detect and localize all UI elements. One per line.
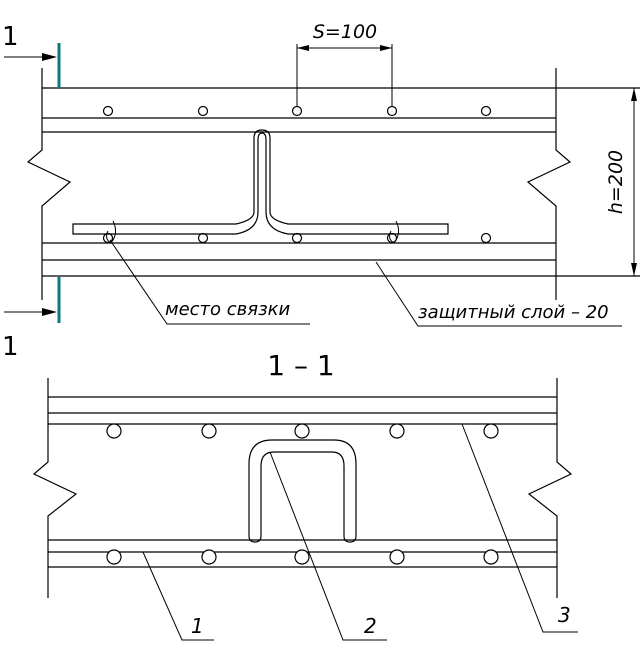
section-top-rebar <box>294 423 310 439</box>
callout-3: 3 <box>558 603 571 627</box>
plan-top-rebar <box>386 105 398 117</box>
section-left-break <box>32 378 78 598</box>
callout-1: 1 <box>191 614 204 638</box>
cover-leader <box>375 261 622 327</box>
section-top-rebar <box>106 423 122 439</box>
tie-point-label: место связки <box>165 299 291 320</box>
callout-1-leader <box>142 551 214 641</box>
plan-top-rebar <box>480 105 492 117</box>
section-title: 1 – 1 <box>267 349 334 382</box>
plan-bottom-rebar <box>197 232 209 244</box>
section-mark-bottom: 1 <box>2 332 19 362</box>
section-right-break <box>527 378 573 598</box>
plan-support-chair <box>72 129 449 235</box>
section-bottom-rebar <box>294 549 310 565</box>
plan-bottom-rebar <box>291 232 303 244</box>
spacing-arrow-right <box>380 45 392 51</box>
section-support-chair <box>248 439 357 543</box>
cover-label: защитный слой – 20 <box>418 302 609 323</box>
callout-2-leader <box>269 451 387 641</box>
section-cut-markers: 1 1 <box>2 22 61 362</box>
section-bottom-rebar <box>389 549 405 565</box>
height-arrow-bottom <box>631 263 637 276</box>
plan-tie-right <box>389 220 400 244</box>
plan-view: S=100 h=200 место связки защитный слой –… <box>26 21 640 327</box>
spacing-arrow-left <box>297 45 309 51</box>
height-label: h=200 <box>605 150 627 214</box>
section-top-rebar <box>201 423 217 439</box>
section-mark-top: 1 <box>2 22 19 52</box>
plan-tie-left <box>106 220 117 244</box>
plan-top-rebar <box>102 105 114 117</box>
plan-slab-left-break <box>26 68 72 300</box>
callout-3-leader <box>461 423 578 633</box>
cut-arrow-bottom-head <box>42 308 57 316</box>
plan-top-rebar <box>291 105 303 117</box>
section-bottom-rebar <box>201 549 217 565</box>
plan-top-rebar <box>197 105 209 117</box>
spacing-label: S=100 <box>313 21 377 43</box>
section-bottom-rebar <box>483 549 499 565</box>
plan-bottom-rebar <box>480 232 492 244</box>
cut-arrow-top-head <box>42 53 57 61</box>
plan-slab-right-break <box>526 68 572 300</box>
section-top-rebar <box>483 423 499 439</box>
section-top-rebar <box>389 423 405 439</box>
section-bottom-rebar <box>106 549 122 565</box>
callout-2: 2 <box>364 614 377 638</box>
section-view: 1 2 3 <box>32 378 578 641</box>
tie-point-leader <box>109 239 310 325</box>
height-arrow-top <box>631 88 637 101</box>
